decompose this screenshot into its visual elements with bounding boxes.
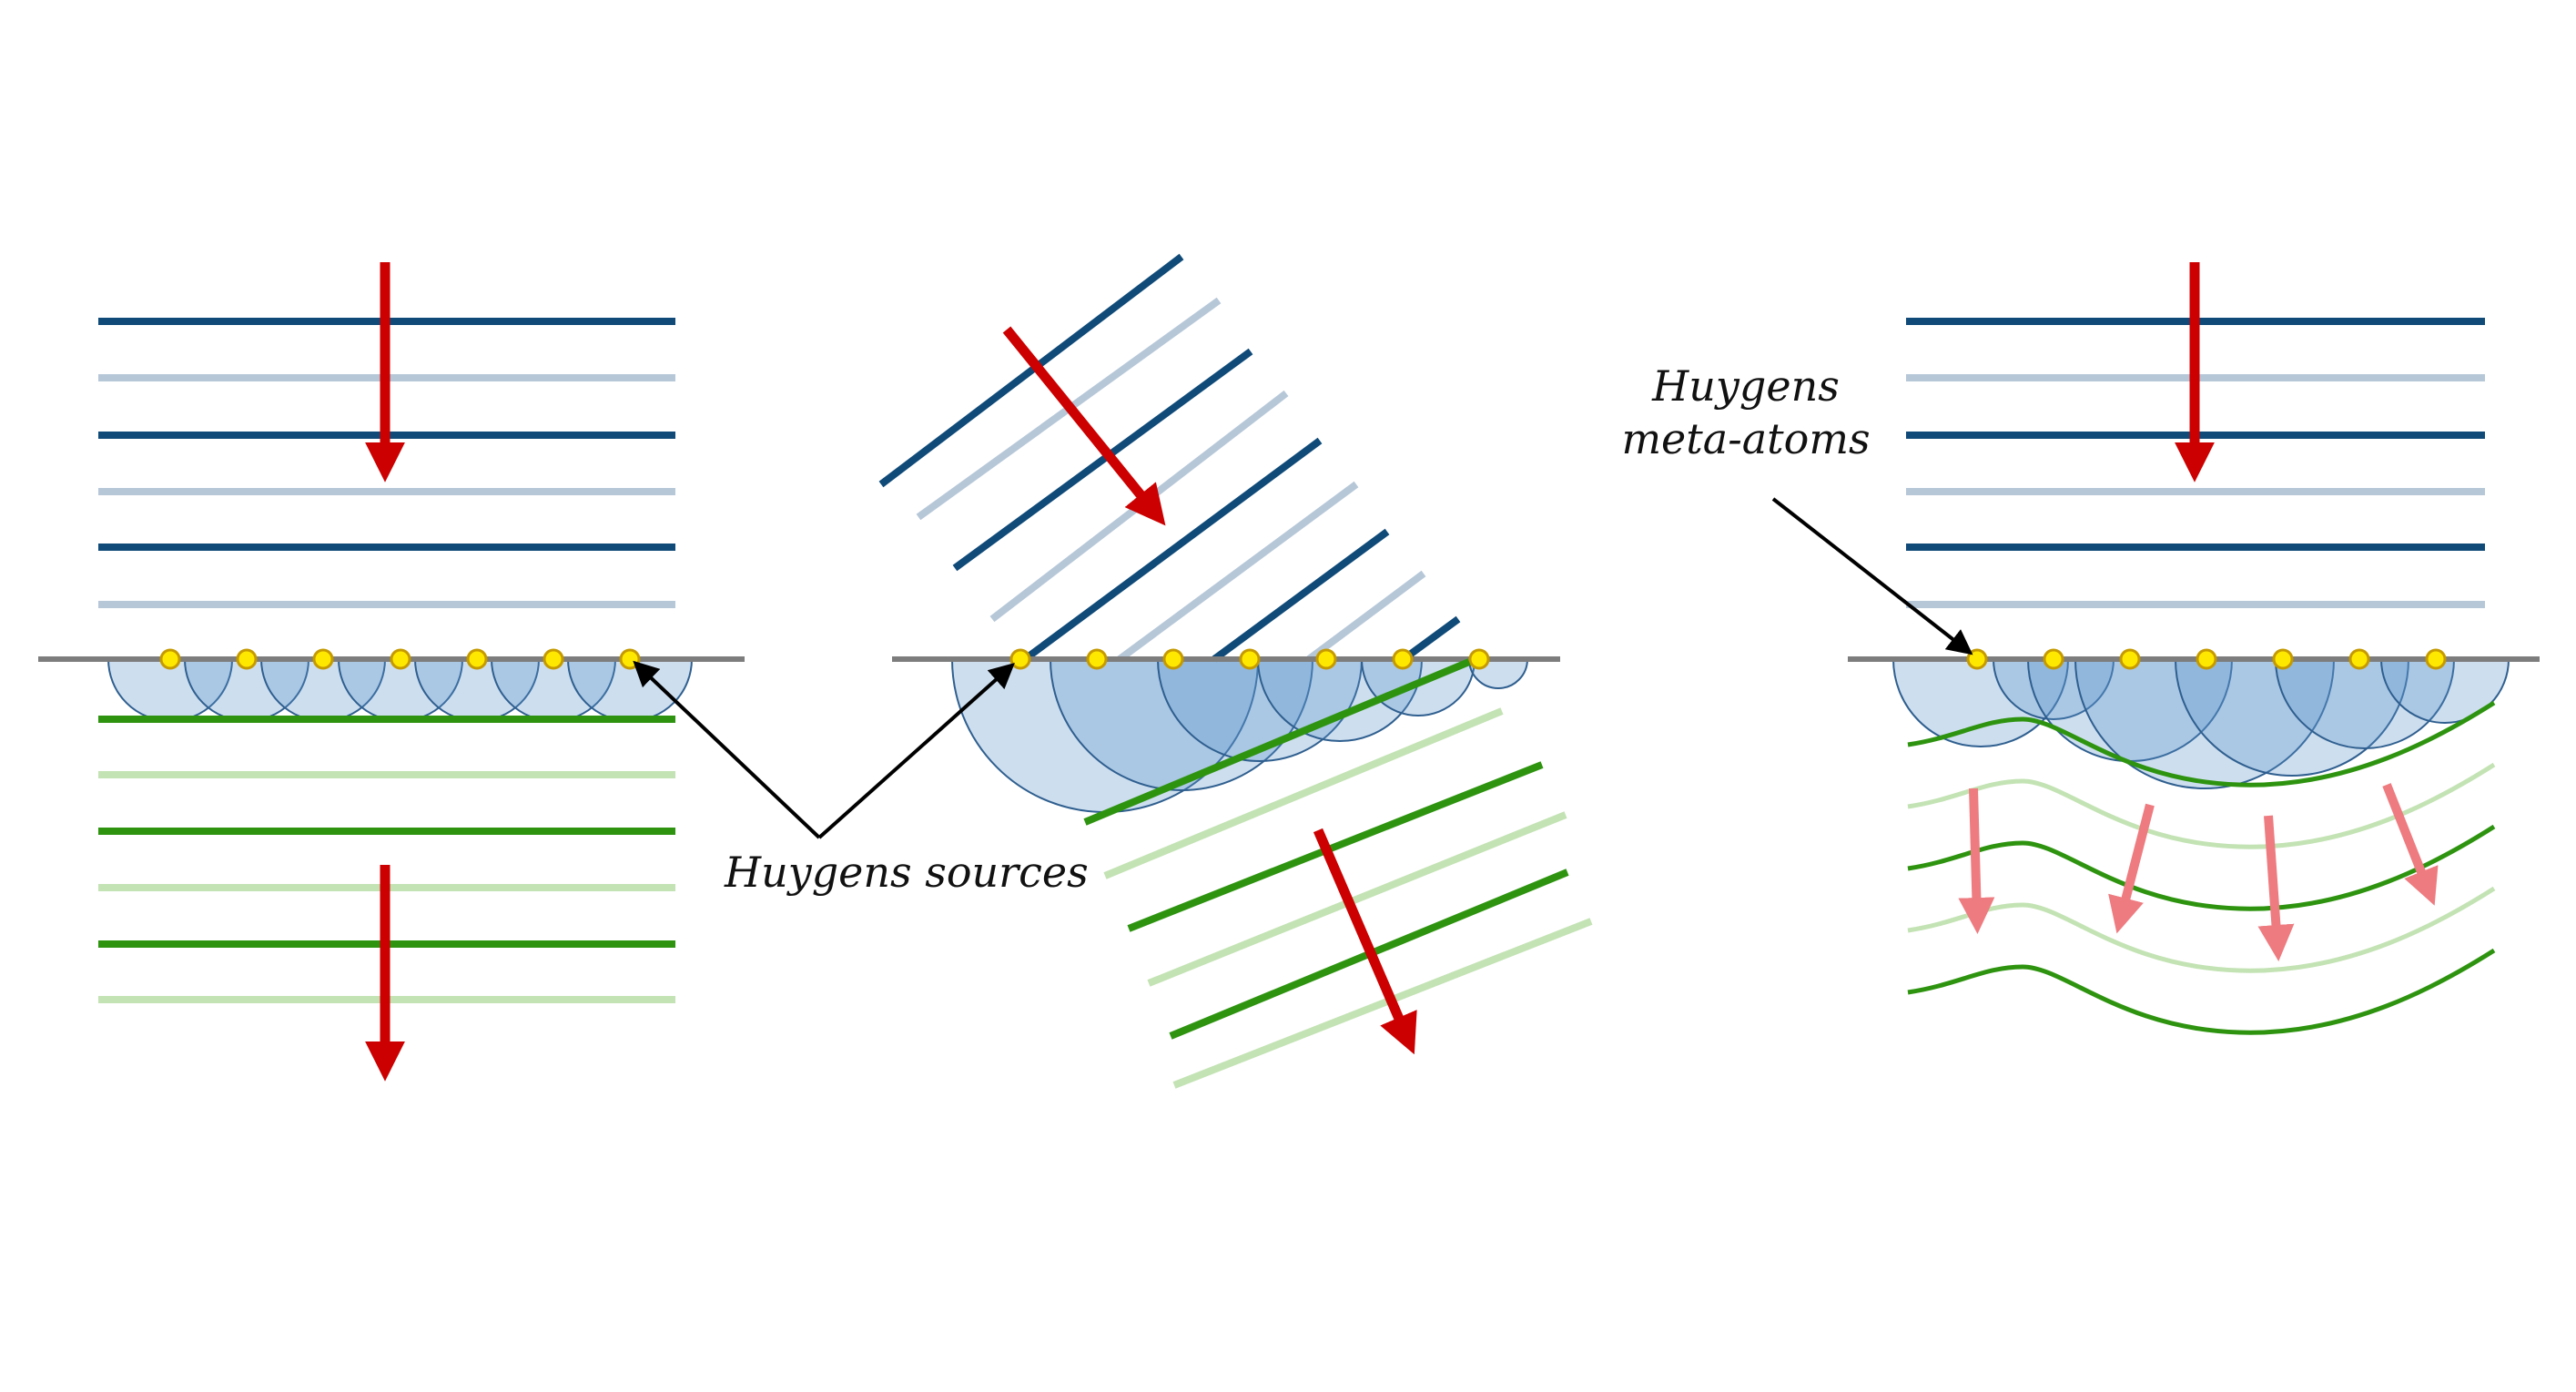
source-dot	[2348, 648, 2370, 670]
huygens-sources	[1966, 648, 2447, 670]
source-dot	[619, 648, 641, 670]
huygens-sources-label: Huygens sources	[725, 848, 1089, 897]
huygens-sources	[159, 648, 641, 670]
source-dot	[1239, 648, 1261, 670]
wavelets	[106, 658, 694, 722]
source-dot	[2425, 648, 2447, 670]
incident-wavefront	[1022, 437, 1323, 663]
source-dot	[1086, 648, 1108, 670]
wavelet	[2274, 658, 2456, 749]
incident-wavefront	[1117, 481, 1359, 663]
incident-wavefront	[1212, 528, 1390, 663]
transmitted-wavefront	[1172, 918, 1593, 1089]
wavelet	[2074, 658, 2336, 789]
meta-atoms-label-line2: meta-atoms	[1621, 413, 1871, 463]
transmitted-wavefronts	[1907, 700, 2496, 1035]
source-dot	[312, 648, 334, 670]
transmitted-wavefronts	[1083, 658, 1593, 1089]
incident-wavefront	[1401, 615, 1461, 663]
source-dot	[1468, 648, 1490, 670]
huygens-meta-atoms-label: Huygens meta-atoms	[1609, 361, 1882, 465]
source-dot	[2272, 648, 2294, 670]
local-arrow	[2108, 803, 2155, 934]
incident-arrow	[1002, 326, 1166, 526]
transmitted-wavefront	[1907, 886, 2496, 973]
transmitted-wavefront	[1907, 948, 2496, 1035]
source-dot	[1009, 648, 1031, 670]
transmitted-arrow	[1313, 828, 1417, 1055]
pointers	[633, 497, 1973, 839]
local-arrows	[1958, 783, 2439, 961]
incident-wavefronts	[878, 253, 1461, 663]
source-dot	[1162, 648, 1184, 670]
source-dot	[466, 648, 488, 670]
huygens-sources	[1009, 648, 1490, 670]
local-arrow	[2382, 783, 2439, 906]
source-dot	[2196, 648, 2217, 670]
source-dot	[2119, 648, 2141, 670]
source-dot	[1315, 648, 1337, 670]
source-dot	[1966, 648, 1988, 670]
wavelets	[1891, 658, 2510, 789]
transmitted-wavefront	[1103, 707, 1504, 879]
source-dot	[236, 648, 258, 670]
pointer-meta-atoms	[1771, 497, 1973, 655]
pointer-sources-right	[817, 663, 1015, 839]
incident-wavefront	[952, 348, 1253, 572]
transmitted-wavefront	[1907, 700, 2496, 787]
panel-normal-refraction	[38, 262, 745, 1082]
source-dot	[1392, 648, 1414, 670]
wavelet	[2379, 658, 2510, 724]
local-arrow	[1958, 787, 1995, 934]
source-dot	[543, 648, 564, 670]
incident-wavefront	[878, 253, 1184, 488]
wavelet	[1256, 658, 1424, 742]
wavelet	[2026, 658, 2234, 762]
transmitted-wavefront	[1907, 824, 2496, 911]
wavelet	[1891, 658, 2070, 747]
source-dot	[2043, 648, 2064, 670]
pointer-sources-left	[633, 660, 821, 839]
transmitted-wavefront	[1147, 811, 1567, 987]
source-dot	[390, 648, 411, 670]
meta-atoms-label-line1: Huygens	[1652, 361, 1840, 411]
transmitted-wavefront	[1083, 658, 1471, 826]
incident-wavefront	[1306, 570, 1426, 663]
source-dot	[159, 648, 181, 670]
panel-metasurface-shaping	[1848, 262, 2540, 1035]
panel-oblique-refraction	[878, 253, 1593, 1089]
transmitted-wavefront	[1127, 761, 1544, 932]
local-arrow	[2257, 815, 2295, 961]
